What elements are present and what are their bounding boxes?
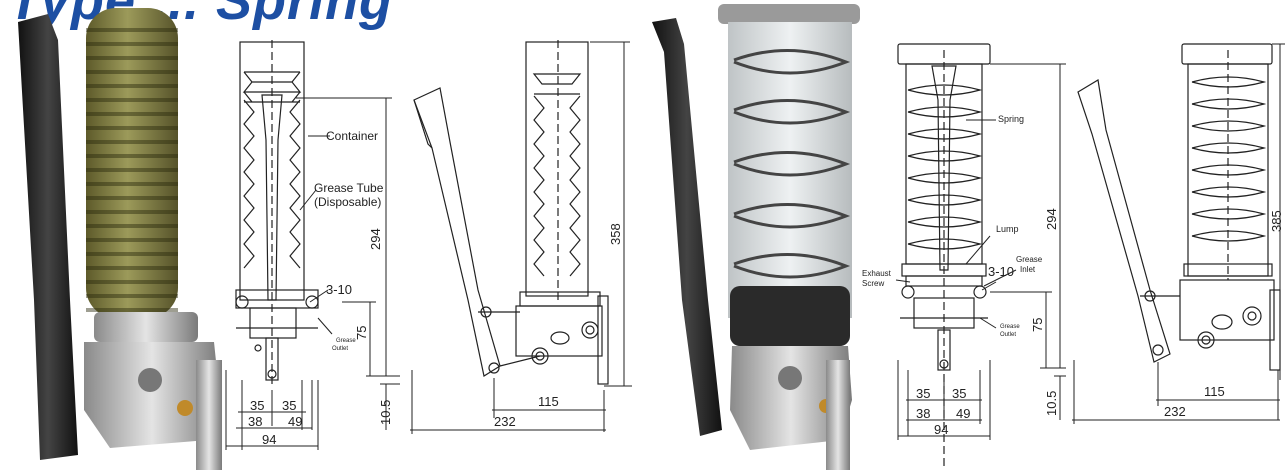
dim-height-body: 294 — [368, 228, 383, 250]
dim-width-left: 35 — [250, 398, 264, 413]
drawing-spring-front-dims — [895, 63, 1066, 440]
drawing-bellows-side-dims — [410, 41, 632, 434]
label-container: Container — [326, 129, 378, 143]
pump-photo-bellows — [18, 8, 222, 470]
dim-height-total-2: 385 — [1269, 210, 1284, 232]
label-lump: Lump — [996, 224, 1019, 234]
dim-side-width: 115 — [538, 394, 559, 409]
dim-height-total: 358 — [608, 223, 623, 245]
drawing-bellows-front-dims — [225, 97, 400, 450]
drawing-bellows-side — [413, 40, 609, 385]
dim-side-width-2: 115 — [1204, 384, 1225, 399]
label-grease-outlet-4: Outlet — [1000, 332, 1016, 338]
label-spring: Spring — [998, 114, 1024, 124]
label-grease-outlet-3: Grease — [1000, 324, 1020, 330]
page-title: Type ... Spring — [8, 0, 394, 31]
dim-width-total: 94 — [262, 432, 276, 447]
dim-height-body-2: 294 — [1044, 208, 1059, 230]
drawing-spring-side-dims — [1072, 43, 1285, 424]
label-grease-inlet-2: Inlet — [1020, 265, 1036, 274]
label-exhaust-screw: Exhaust — [862, 269, 892, 278]
dim-width-left-4: 38 — [916, 406, 930, 421]
dim-width-right: 35 — [282, 398, 296, 413]
pump-photo-spring — [652, 4, 860, 470]
dim-side-total: 232 — [494, 414, 516, 429]
dim-width-left-2: 38 — [248, 414, 262, 429]
drawing-bellows-front-labels: Container Grease Tube (Disposable) 3-10 … — [248, 129, 393, 447]
label-grease-inlet: Grease — [1016, 255, 1043, 264]
label-exhaust-screw-2: Screw — [862, 279, 884, 288]
label-grease-tube: Grease Tube — [314, 181, 384, 195]
dim-width-right-4: 49 — [956, 406, 970, 421]
dim-height-outlet-2: 75 — [1030, 318, 1045, 332]
label-grease-outlet: Grease — [336, 338, 356, 344]
label-grease-tube-disposable: (Disposable) — [314, 195, 381, 209]
dim-width-left-3: 35 — [916, 386, 930, 401]
drawing-bellows-side-labels: 358 115 232 — [494, 223, 623, 429]
dim-width-total-2: 94 — [934, 422, 948, 437]
drawing-spring-side — [1077, 43, 1281, 371]
label-port-size: 3-10 — [326, 282, 352, 297]
drawing-bellows-front — [235, 40, 319, 388]
drawing-spring-front-labels: Spring Lump Exhaust Screw 3-10 Grease In… — [862, 114, 1059, 437]
dim-base-offset-2: 10.5 — [1044, 391, 1059, 416]
dim-base-offset: 10.5 — [378, 400, 393, 425]
dim-width-right-2: 49 — [288, 414, 302, 429]
label-grease-outlet-2: Outlet — [332, 346, 348, 352]
dim-side-total-2: 232 — [1164, 404, 1186, 419]
dim-height-outlet: 75 — [354, 326, 369, 340]
label-port-size-2: 3-10 — [988, 264, 1014, 279]
dim-width-right-3: 35 — [952, 386, 966, 401]
drawing-spring-side-labels: 385 115 232 — [1164, 210, 1284, 419]
